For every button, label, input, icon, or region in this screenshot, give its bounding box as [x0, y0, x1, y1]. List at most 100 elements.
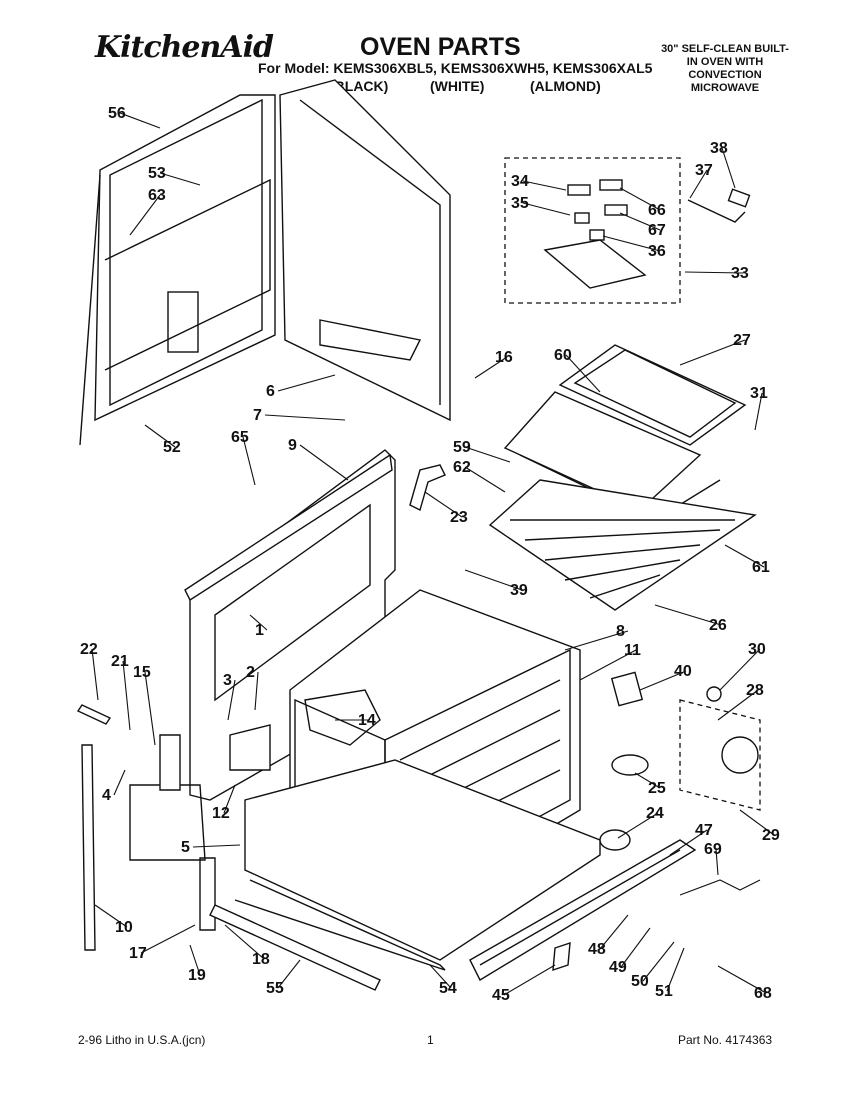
plate-45	[552, 941, 571, 972]
callout-19: 19	[188, 967, 206, 984]
leader-line-69	[715, 848, 719, 876]
rear-panel-56	[79, 94, 276, 446]
leader-line-36	[602, 235, 661, 252]
sensor-assembly-box	[504, 157, 681, 304]
callout-29: 29	[762, 827, 780, 844]
grommet-30	[706, 686, 722, 702]
color-white: (WHITE)	[430, 78, 485, 94]
leader-line-26	[654, 604, 722, 626]
hose-23	[409, 464, 446, 512]
leader-line-62	[464, 466, 506, 493]
leader-line-21	[122, 660, 131, 731]
leader-line-3	[227, 679, 236, 721]
callout-18: 18	[252, 951, 270, 968]
callout-21: 21	[111, 653, 129, 670]
callout-25: 25	[648, 780, 666, 797]
leader-line-30	[719, 648, 761, 691]
leader-line-47	[669, 829, 708, 856]
callout-66: 66	[648, 202, 666, 219]
leader-line-25	[634, 772, 661, 789]
leader-line-28	[717, 689, 759, 721]
callout-51: 51	[655, 983, 673, 1000]
callout-1: 1	[255, 622, 264, 639]
callout-55: 55	[266, 980, 284, 997]
spring-22	[76, 704, 112, 725]
color-almond: (ALMOND)	[530, 78, 601, 94]
leader-line-66	[619, 187, 661, 211]
leader-line-59	[464, 446, 511, 463]
callout-15: 15	[133, 664, 151, 681]
leader-line-10	[94, 904, 128, 928]
sensor-parts	[543, 179, 647, 289]
leader-line-29	[739, 809, 775, 836]
leader-line-31	[754, 392, 763, 431]
leader-line-40	[639, 670, 687, 691]
callout-62: 62	[453, 459, 471, 476]
base-panel-5	[234, 759, 601, 971]
leader-line-61	[724, 544, 765, 568]
leader-line-1	[249, 614, 268, 631]
litho-note: 2-96 Litho in U.S.A.(jcn)	[78, 1033, 206, 1047]
callout-56: 56	[108, 105, 126, 122]
callout-7: 7	[253, 407, 262, 424]
leader-line-7	[264, 414, 346, 421]
callout-9: 9	[288, 437, 297, 454]
callout-33: 33	[731, 265, 749, 282]
callout-36: 36	[648, 243, 666, 260]
leader-line-23	[424, 491, 463, 518]
leader-line-60	[565, 354, 601, 393]
leader-line-5	[192, 844, 241, 848]
oven-rack-62	[488, 479, 757, 611]
leader-line-12	[223, 784, 236, 814]
leader-line-67	[619, 212, 661, 231]
leader-line-35	[522, 202, 571, 216]
leader-line-54	[429, 964, 452, 989]
leader-line-68	[717, 965, 767, 994]
callout-27: 27	[733, 332, 751, 349]
leader-line-11	[579, 649, 637, 681]
callout-8: 8	[616, 623, 625, 640]
leader-line-27	[679, 339, 746, 366]
leader-line-16	[474, 356, 508, 379]
leader-line-2	[254, 671, 259, 711]
leader-line-15	[144, 671, 156, 746]
vent-grille-47	[469, 839, 697, 981]
broil-element-27	[558, 344, 747, 446]
callout-4: 4	[102, 787, 111, 804]
leader-line-24	[617, 812, 659, 839]
callout-68: 68	[754, 985, 772, 1002]
leader-line-48	[599, 914, 629, 950]
leader-line-55	[277, 959, 301, 989]
callout-26: 26	[709, 617, 727, 634]
callout-61: 61	[752, 559, 770, 576]
page-title: OVEN PARTS	[360, 33, 521, 61]
leader-line-19	[189, 944, 201, 976]
leader-line-17	[140, 924, 196, 954]
callout-69: 69	[704, 841, 722, 858]
callout-30: 30	[748, 641, 766, 658]
callout-50: 50	[631, 973, 649, 990]
callout-16: 16	[495, 349, 513, 366]
leader-line-22	[91, 648, 99, 701]
callout-34: 34	[511, 173, 529, 190]
callout-3: 3	[223, 672, 232, 689]
callout-52: 52	[163, 439, 181, 456]
brand-logo: KitchenAid	[95, 30, 274, 65]
callout-6: 6	[266, 383, 275, 400]
callout-53: 53	[148, 165, 166, 182]
callout-54: 54	[439, 980, 457, 997]
bracket-40	[610, 671, 644, 707]
callout-2: 2	[246, 664, 255, 681]
trim-9	[184, 453, 393, 602]
leader-line-9	[299, 444, 349, 481]
callout-45: 45	[492, 987, 510, 1004]
side-panel-6	[279, 79, 451, 422]
leader-line-56	[119, 112, 161, 129]
callout-40: 40	[674, 663, 692, 680]
hinge-15	[159, 734, 181, 791]
callout-10: 10	[115, 919, 133, 936]
lamp-cover	[721, 736, 759, 774]
leader-line-52	[144, 424, 176, 448]
callout-67: 67	[648, 222, 666, 239]
